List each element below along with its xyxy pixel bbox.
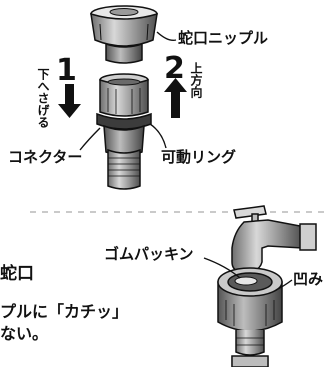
body-text-line3: ない。 <box>0 324 49 343</box>
rubber-packing-label: ゴムパッキン <box>104 245 194 263</box>
faucet-part <box>231 205 317 277</box>
faucet-nipple-label: 蛇口ニップル <box>178 29 269 47</box>
step1-text: 下へさげる <box>36 68 50 128</box>
movable-ring-label: 可動リング <box>161 148 237 166</box>
body-text-line1: 蛇口 <box>0 264 34 284</box>
faucet-nipple-leader <box>156 31 177 42</box>
step2-number: 2 <box>164 51 185 86</box>
connector-part <box>96 73 152 190</box>
rubber-packing-leader <box>203 257 241 279</box>
recess-leader <box>275 279 293 291</box>
connector-top-view <box>217 267 283 367</box>
step1-number: 1 <box>56 53 77 88</box>
connector-label: コネクター <box>8 148 83 166</box>
up-arrow-icon <box>164 78 187 118</box>
faucet-nipple-part <box>90 5 158 64</box>
movable-ring-leader <box>149 123 167 149</box>
step2-text: 上方向 <box>189 62 203 98</box>
recess-label: 凹み <box>293 270 324 288</box>
down-arrow-icon <box>58 84 81 118</box>
connector-leader <box>79 127 101 151</box>
body-text-line2: プルに「カチッ」 <box>0 302 129 321</box>
